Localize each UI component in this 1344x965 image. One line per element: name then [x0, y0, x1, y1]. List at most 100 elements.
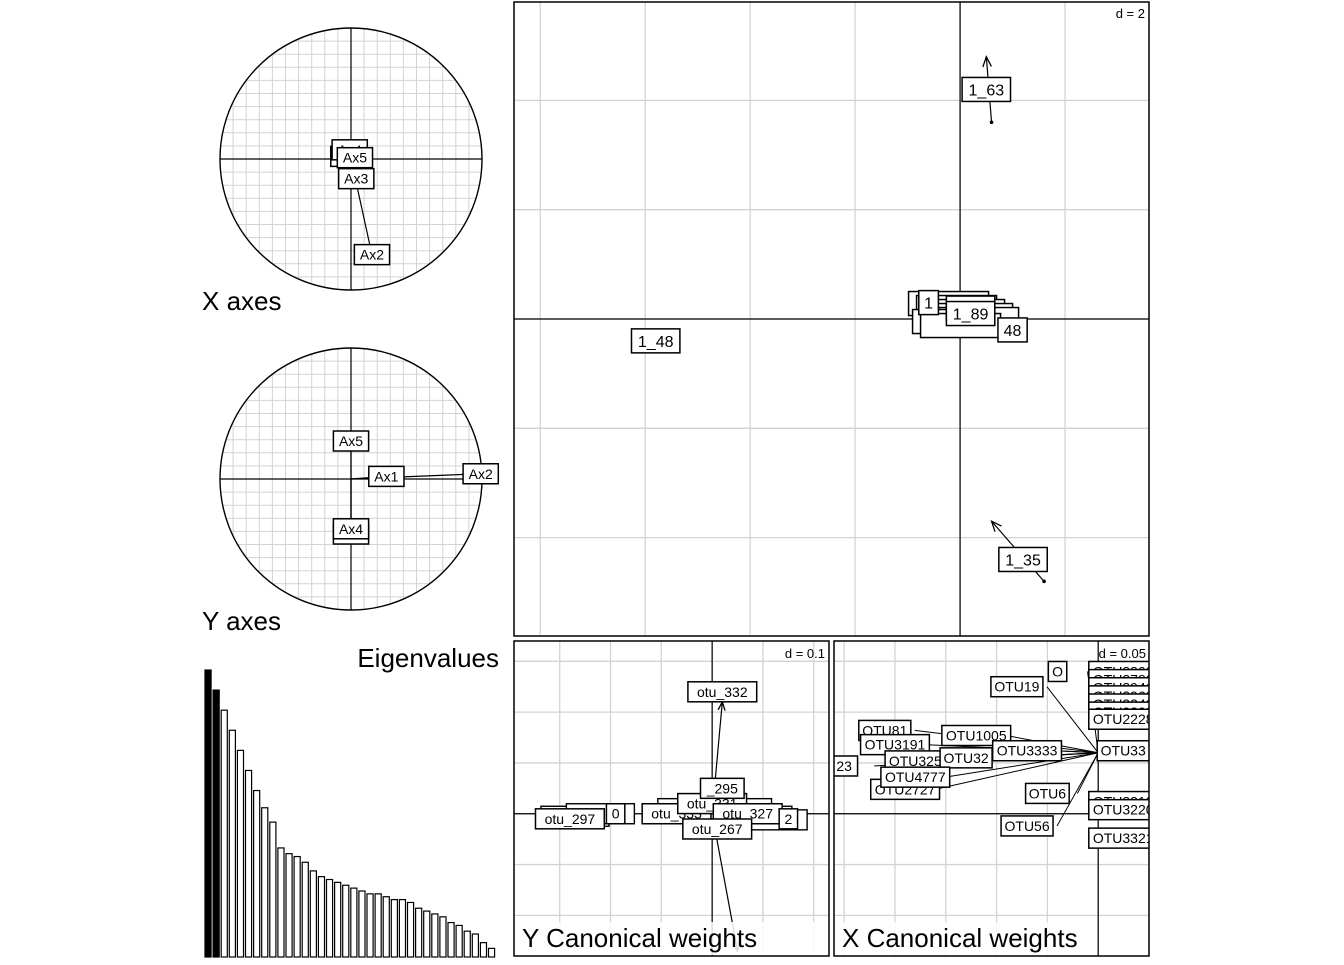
point-label-1-63: 1_63 — [969, 82, 1005, 99]
label-box — [605, 802, 626, 825]
eigenvalue-bar — [220, 709, 228, 958]
x-canonical-weights-plot: OTU3309OTU2780OTU2941OTU2968OTU3240OTU32… — [833, 640, 1154, 957]
weight-label-otu-297: otu_297 — [545, 811, 596, 827]
eigenvalue-bar — [406, 901, 415, 958]
weight-label-otu3333: OTU3333 — [997, 743, 1058, 759]
panel-border — [833, 640, 1150, 957]
eigenvalue-bar — [204, 669, 212, 958]
weight-arrow — [1076, 752, 1099, 794]
eigenvalue-bar — [317, 876, 326, 958]
score-point — [989, 120, 994, 125]
eigenvalue-bar — [390, 898, 398, 958]
weight-label-otu6: OTU6 — [1029, 785, 1067, 801]
label-box — [939, 747, 993, 769]
label-box — [682, 818, 753, 840]
eigenvalue-bar — [423, 910, 431, 958]
label-box — [918, 289, 940, 316]
label-box — [368, 465, 405, 488]
eigenvalue-bar — [212, 689, 220, 958]
title-backdrop — [835, 922, 1080, 955]
panel-content: OTU3309OTU2780OTU2941OTU2968OTU3240OTU32… — [834, 641, 1154, 956]
arrow-head — [990, 519, 1002, 532]
eigenvalue-bar — [471, 933, 479, 958]
ycan-grid-label: d = 0.1 — [785, 646, 825, 661]
axis-label-ax5: Ax5 — [343, 150, 367, 166]
eigenvalue-bar — [342, 884, 350, 958]
weight-arrow — [945, 752, 1099, 778]
label-box — [630, 328, 681, 354]
title-backdrop — [515, 922, 828, 955]
axis-label-ax2: Ax2 — [469, 466, 493, 482]
point-label-1-48: 1_48 — [638, 334, 674, 351]
eigenvalue-bar — [447, 921, 455, 958]
eigenvalue-bar — [285, 853, 293, 958]
eigenvalue-bar — [350, 887, 358, 958]
eigenvalue-bar — [398, 898, 407, 958]
eigenvalue-bar — [382, 896, 390, 958]
label-box — [1088, 827, 1149, 849]
weight-label-otu-267: otu_267 — [692, 821, 743, 837]
weight-label-0: 0 — [612, 806, 620, 822]
weight-label-otu2228: OTU2228 — [1093, 711, 1154, 727]
eigenvalue-bar — [431, 913, 439, 958]
weight-label-otu325: OTU325 — [889, 753, 942, 769]
label-box — [1024, 782, 1070, 805]
point-label-1: 1 — [924, 296, 933, 313]
label-box — [353, 243, 391, 266]
eigenvalue-bar — [236, 749, 245, 958]
eigenvalue-bar — [415, 907, 423, 958]
unit-circle — [219, 27, 483, 291]
label-box — [534, 808, 606, 830]
weight-arrow — [935, 752, 1099, 790]
weight-label-otu1005: OTU1005 — [946, 728, 1007, 744]
weight-arrow — [1057, 750, 1099, 754]
ycan-title: Y Canonical weights — [522, 923, 757, 953]
weight-label-otu-327: otu_327 — [722, 806, 773, 822]
axis-label-ax3: Ax3 — [344, 171, 368, 187]
eigenvalue-bar — [253, 789, 261, 958]
weight-label-2: 2 — [784, 811, 792, 827]
point-label-1-35: 1_35 — [1005, 552, 1041, 569]
point-label-48: 48 — [1004, 323, 1022, 340]
eigenvalue-bar — [334, 881, 342, 958]
eigenvalue-bar — [463, 930, 471, 958]
eigenvalue-bar — [366, 893, 374, 958]
eigenvalue-bar — [455, 924, 463, 958]
label-box — [997, 317, 1028, 343]
weight-arrow — [1056, 752, 1099, 827]
y-axes-title: Y axes — [202, 606, 281, 636]
eigenvalue-bar — [479, 942, 488, 958]
label-box — [834, 755, 859, 777]
main-score-plot: 1_631_481_351_641481_89 — [513, 1, 1150, 637]
eigenvalue-bar — [325, 878, 334, 958]
axis-label-ax5: Ax5 — [339, 433, 363, 449]
label-box — [1088, 798, 1149, 821]
eigenvalue-bar — [301, 861, 309, 958]
eigenvalue-bar — [487, 947, 496, 958]
point-label-1-89: 1_89 — [953, 307, 989, 324]
weight-label-otu19: OTU19 — [994, 679, 1039, 695]
label-box — [990, 675, 1044, 698]
xcan-title: X Canonical weights — [842, 923, 1078, 953]
label-box — [945, 300, 996, 327]
label-box — [1047, 660, 1068, 683]
label-box — [337, 167, 375, 190]
label-box — [462, 463, 500, 485]
weight-label-o: O — [1052, 663, 1063, 679]
weight-label-otu32: OTU32 — [944, 750, 989, 766]
panel-border — [513, 640, 830, 957]
eigenvalue-bar — [277, 847, 285, 958]
axis-label-ax1: Ax1 — [374, 468, 398, 484]
y-axes-correlation-circle: Ax1Ax2Ax3Ax4Ax5 — [219, 347, 500, 611]
main-grid-label: d = 2 — [1116, 6, 1145, 21]
weight-label-otu4777: OTU4777 — [885, 769, 946, 785]
xcan-grid-label: d = 0.05 — [1099, 646, 1146, 661]
label-box — [332, 430, 370, 452]
eigenvalue-bar — [261, 807, 269, 958]
label-box — [880, 766, 951, 788]
weight-label-23: 23 — [836, 758, 852, 774]
label-box — [1096, 739, 1149, 762]
label-box — [1000, 815, 1054, 837]
label-box — [961, 76, 1012, 103]
